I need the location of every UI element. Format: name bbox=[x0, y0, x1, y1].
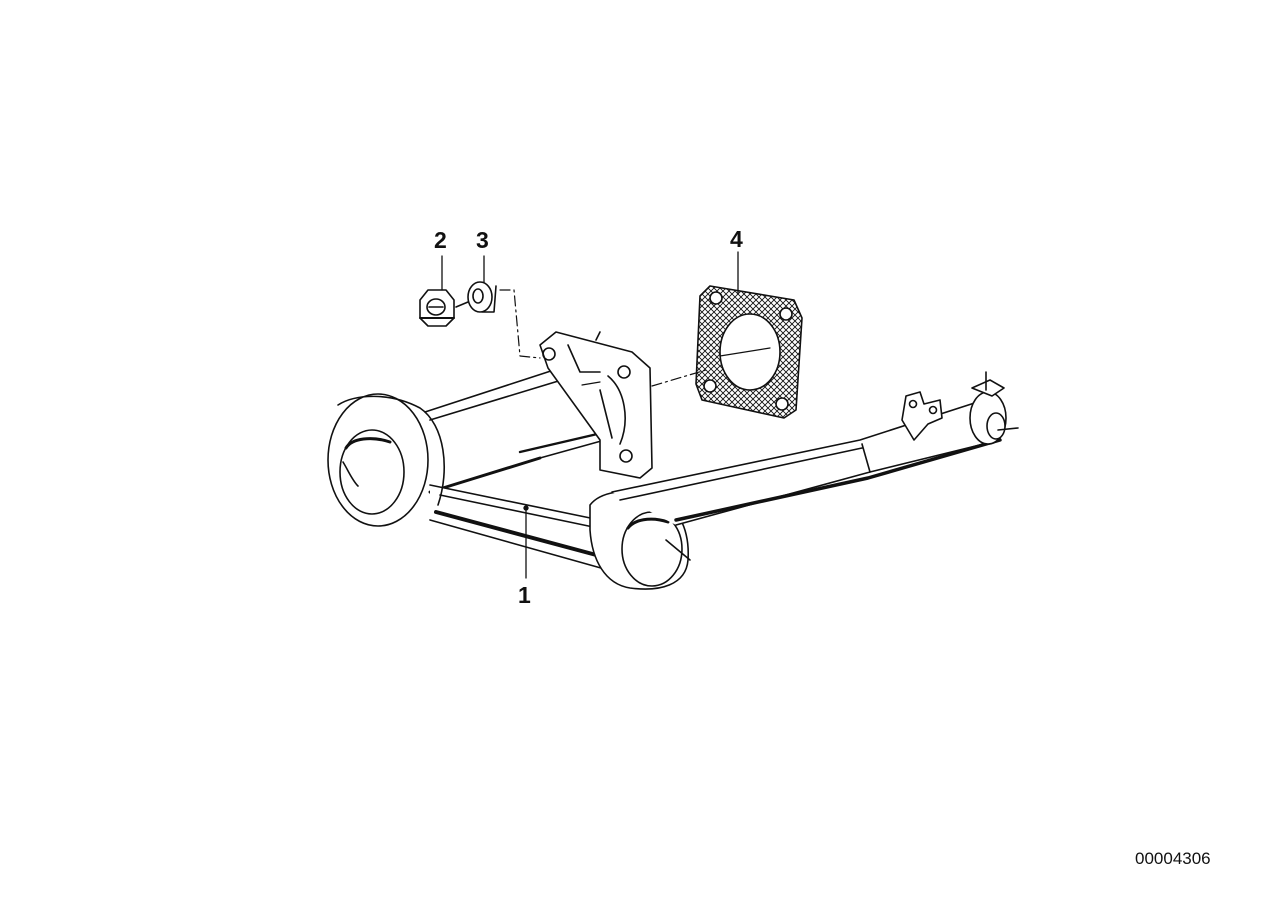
gasket-part-4 bbox=[695, 285, 803, 419]
callout-label-3: 3 bbox=[476, 227, 489, 253]
callout-label-4: 4 bbox=[730, 226, 743, 252]
hex-nut-part-2 bbox=[419, 289, 469, 327]
callout-leaders bbox=[441, 251, 739, 579]
document-id: 00004306 bbox=[1135, 849, 1211, 868]
trailing-arm-part-1 bbox=[327, 331, 1019, 590]
callout-label-2: 2 bbox=[434, 227, 447, 253]
callout-label-1: 1 bbox=[518, 582, 531, 608]
assembly-lines bbox=[499, 289, 771, 387]
washer-part-3 bbox=[467, 281, 497, 313]
